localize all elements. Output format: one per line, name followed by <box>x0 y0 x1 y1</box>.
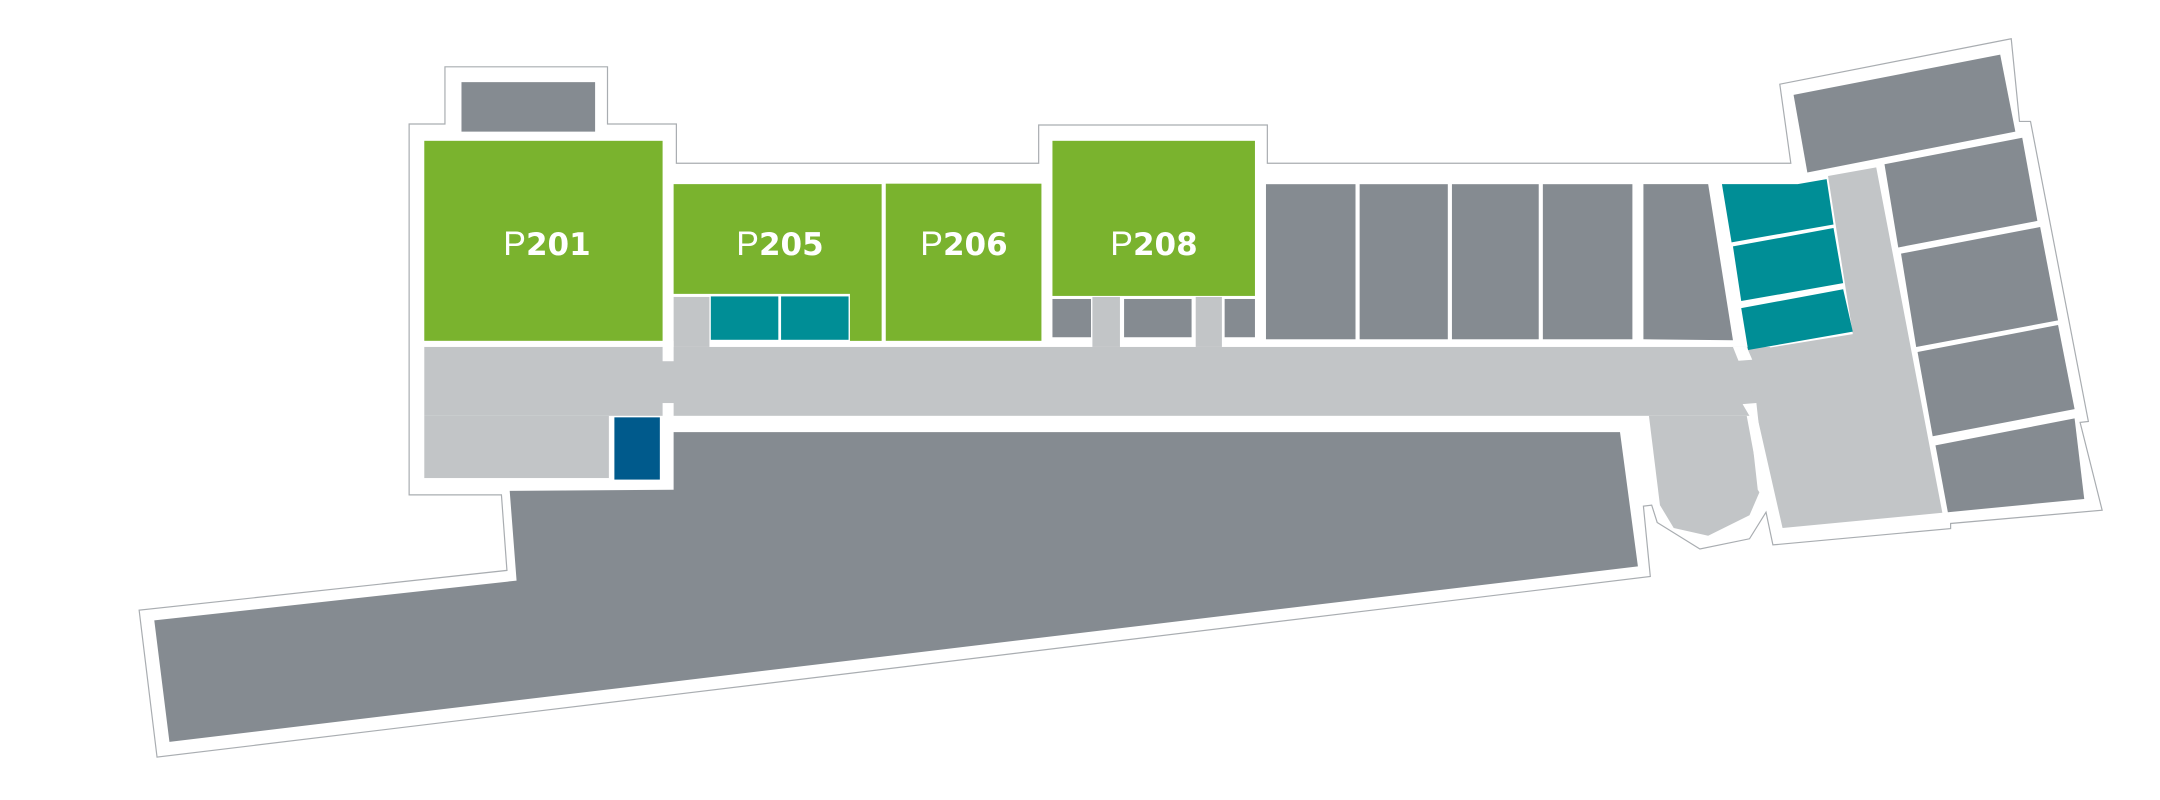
stairwell <box>614 417 660 480</box>
unit-number: 206 <box>942 227 1008 263</box>
unit-prefix: P <box>920 225 943 263</box>
unit-number: 201 <box>525 227 591 263</box>
unit <box>1451 184 1539 340</box>
highlighted-units <box>424 140 1255 341</box>
unit-p205[interactable] <box>673 184 882 341</box>
other-units <box>154 54 2085 742</box>
unit <box>1542 184 1633 340</box>
unit-prefix: P <box>1110 225 1133 263</box>
unit-prefix: P <box>736 225 759 263</box>
unit-p201[interactable] <box>424 140 663 341</box>
unit-label-p206[interactable]: P206 <box>920 227 1007 261</box>
unit <box>1265 184 1356 340</box>
unit <box>1793 54 2016 173</box>
unit <box>1917 325 2075 437</box>
unit <box>1901 227 2059 347</box>
unit-label-p205[interactable]: P205 <box>736 227 823 261</box>
unit-p208[interactable] <box>1052 140 1255 296</box>
unit-p206[interactable] <box>885 183 1042 341</box>
unit <box>1052 298 1092 338</box>
walls <box>662 340 1783 529</box>
unit <box>461 82 596 132</box>
unit-number: 205 <box>758 227 824 263</box>
unit-label-p208[interactable]: P208 <box>1110 227 1197 261</box>
unit <box>1124 298 1192 338</box>
corridor <box>424 167 1943 536</box>
unit <box>1935 418 2085 513</box>
unit-label-p201[interactable]: P201 <box>503 227 590 261</box>
unit <box>154 432 1638 742</box>
unit-prefix: P <box>503 225 526 263</box>
unit <box>1224 298 1255 338</box>
unit <box>1884 137 2038 248</box>
unit <box>1643 184 1733 341</box>
unit-number: 208 <box>1132 227 1198 263</box>
unit <box>1359 184 1448 340</box>
service-rooms <box>710 179 1853 350</box>
